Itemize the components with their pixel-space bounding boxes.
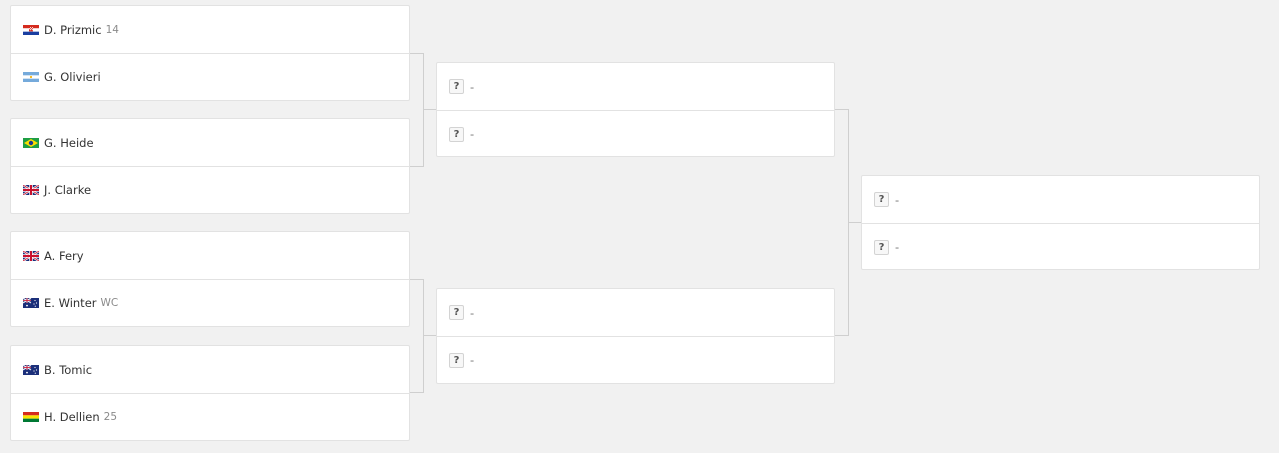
player-name: - <box>470 127 475 141</box>
bracket-connector <box>423 335 437 336</box>
argentina-flag-icon <box>23 72 39 82</box>
player-name: - <box>470 79 475 94</box>
player-row[interactable]: ? - <box>862 223 1259 270</box>
bracket-connector <box>423 279 424 393</box>
match-card[interactable]: D. Prizmic 14 G. Olivieri <box>10 5 410 101</box>
player-row[interactable]: ? - <box>862 176 1259 223</box>
match-card[interactable]: A. Fery E. Winter WC <box>10 231 410 327</box>
brazil-flag-icon <box>23 137 39 148</box>
player-row[interactable]: ? - <box>437 289 834 336</box>
player-row[interactable]: ? - <box>437 336 834 383</box>
player-seed: WC <box>100 297 119 309</box>
australia-flag-icon <box>23 364 39 375</box>
bracket-connector <box>423 53 424 167</box>
player-name: G. Heide <box>44 135 94 150</box>
unknown-player-icon: ? <box>449 79 464 94</box>
player-name: D. Prizmic <box>44 22 102 37</box>
player-row[interactable]: B. Tomic <box>11 346 409 393</box>
player-name: - <box>470 305 475 320</box>
bracket-connector <box>848 222 862 223</box>
player-name: - <box>895 192 900 207</box>
player-row[interactable]: J. Clarke <box>11 166 409 213</box>
player-seed: 25 <box>103 411 118 423</box>
match-card[interactable]: B. Tomic H. Dellien 25 <box>10 345 410 441</box>
player-name: - <box>895 240 900 254</box>
bolivia-flag-icon <box>23 412 39 422</box>
bracket-connector <box>834 335 848 336</box>
unknown-player-icon: ? <box>449 305 464 320</box>
uk-flag-icon <box>23 250 39 261</box>
player-row[interactable]: D. Prizmic 14 <box>11 6 409 53</box>
unknown-player-icon: ? <box>874 192 889 207</box>
bracket-connector <box>409 392 423 393</box>
bracket-connector <box>409 166 423 167</box>
player-row[interactable]: G. Heide <box>11 119 409 166</box>
match-card[interactable]: G. Heide J. Clarke <box>10 118 410 214</box>
unknown-player-icon: ? <box>449 126 464 142</box>
match-card[interactable]: ? - ? - <box>436 288 835 384</box>
player-name: H. Dellien <box>44 410 100 424</box>
croatia-flag-icon <box>23 24 39 35</box>
match-card[interactable]: ? - ? - <box>436 62 835 157</box>
unknown-player-icon: ? <box>874 239 889 255</box>
player-name: - <box>470 353 475 367</box>
bracket-connector <box>409 279 423 280</box>
player-row[interactable]: A. Fery <box>11 232 409 279</box>
player-row[interactable]: H. Dellien 25 <box>11 393 409 440</box>
player-row[interactable]: G. Olivieri <box>11 53 409 100</box>
player-name: J. Clarke <box>44 183 92 197</box>
match-card[interactable]: ? - ? - <box>861 175 1260 270</box>
player-row[interactable]: ? - <box>437 63 834 110</box>
player-name: E. Winter <box>44 296 97 310</box>
player-name: A. Fery <box>44 248 84 263</box>
bracket-connector <box>423 109 437 110</box>
player-name: G. Olivieri <box>44 70 101 84</box>
uk-flag-icon <box>23 185 39 195</box>
player-row[interactable]: ? - <box>437 110 834 157</box>
unknown-player-icon: ? <box>449 352 464 368</box>
australia-flag-icon <box>23 298 39 308</box>
player-seed: 14 <box>105 23 119 36</box>
player-name: B. Tomic <box>44 362 93 377</box>
player-row[interactable]: E. Winter WC <box>11 279 409 326</box>
bracket-connector <box>409 53 423 54</box>
bracket-connector <box>834 109 848 110</box>
